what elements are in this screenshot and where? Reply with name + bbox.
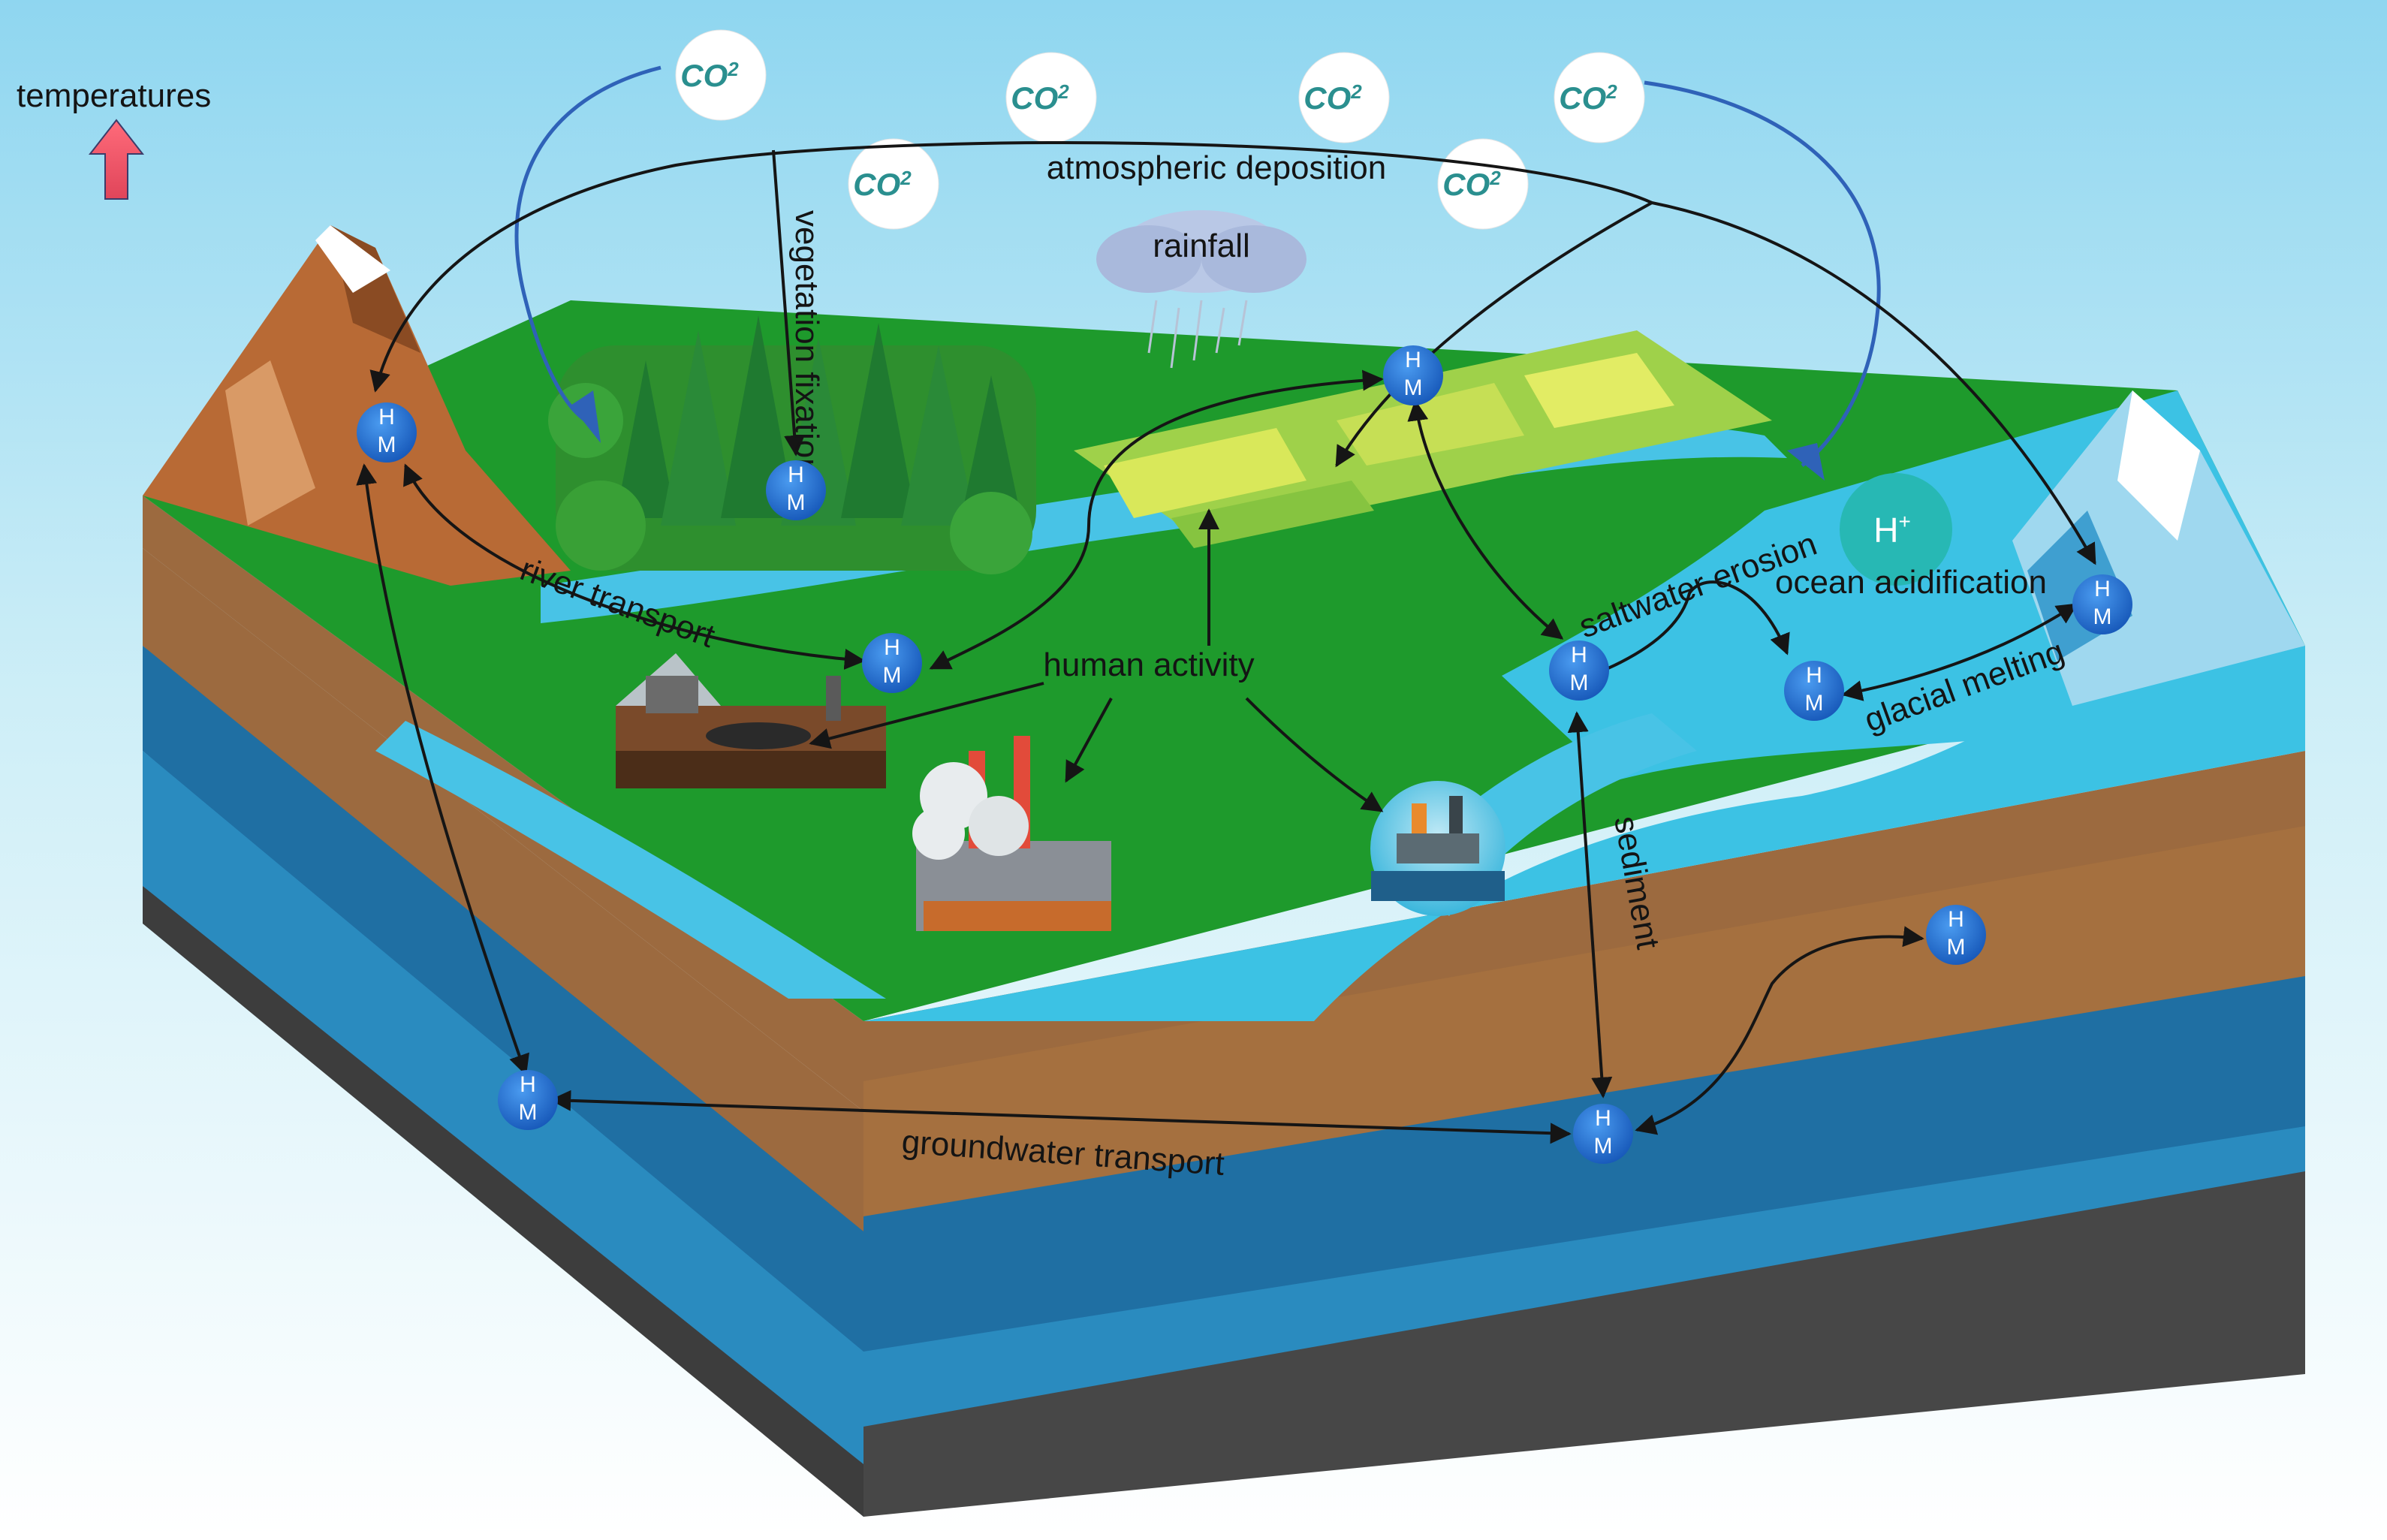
field-saltwater-arrow — [1407, 399, 1564, 640]
svg-text:H: H — [1806, 663, 1822, 688]
hm-badge-forest: H M — [766, 460, 826, 520]
hm-badge-coast: H M — [1549, 640, 1609, 701]
co2-label: CO2 — [680, 58, 739, 93]
groundwater-transport-arrow — [550, 1089, 1572, 1144]
co2-cloud: CO2 — [1437, 138, 1529, 230]
co2-cloud: CO2 — [1554, 52, 1645, 143]
deposition-glacier-arrow — [1651, 201, 2096, 565]
co2-ocean-arrow — [1644, 80, 1881, 467]
hm-badge-field: H M — [1383, 345, 1443, 405]
svg-text:M: M — [519, 1100, 538, 1125]
factory-illustration — [912, 736, 1111, 931]
svg-text:H: H — [2094, 577, 2111, 601]
temperature-up-arrow — [88, 119, 145, 200]
temperatures-label: temperatures — [17, 77, 211, 114]
human-factory-arrow — [1065, 698, 1113, 783]
svg-text:H: H — [378, 405, 395, 429]
glacial-melting-arrow — [1841, 603, 2078, 701]
co2-label: CO2 — [1304, 80, 1362, 116]
co2-ocean-arrowhead — [1787, 443, 1825, 481]
hm-badge-river: H M — [862, 633, 922, 693]
svg-text:M: M — [1594, 1134, 1613, 1159]
svg-text:M: M — [378, 432, 396, 457]
co2-label: CO2 — [1011, 80, 1069, 116]
svg-text:H: H — [1948, 907, 1964, 932]
svg-text:M: M — [883, 663, 902, 688]
svg-text:H: H — [884, 635, 900, 660]
svg-text:M: M — [787, 490, 806, 515]
co2-cloud: CO2 — [1005, 52, 1097, 143]
human-mine-arrow — [809, 682, 1044, 749]
co2-cloud: CO2 — [848, 138, 939, 230]
rainfall-label: rainfall — [1153, 228, 1250, 264]
groundwater-ocean-arrow — [1635, 926, 1924, 1135]
svg-text:H: H — [520, 1072, 536, 1097]
human-activity-label: human activity — [1043, 646, 1254, 683]
co2-label: CO2 — [853, 167, 912, 202]
svg-text:H: H — [1405, 348, 1421, 372]
co2-label: CO2 — [1559, 80, 1617, 116]
mine-illustration — [616, 653, 886, 788]
co2-uptake-arrow — [514, 65, 662, 423]
hm-badge-glacier: H M — [2072, 574, 2132, 634]
vegetation-fixation-label: vegetation fixation — [788, 210, 825, 477]
mountain-groundwater-arrow — [356, 463, 529, 1076]
svg-text:M: M — [2093, 604, 2112, 629]
co2-label: CO2 — [1442, 167, 1501, 202]
acidification-arrow — [1578, 580, 1790, 683]
svg-text:M: M — [1570, 671, 1589, 695]
human-to-field-arrow — [929, 369, 1384, 670]
svg-text:H: H — [1571, 643, 1587, 668]
svg-text:M: M — [1947, 935, 1966, 960]
ocean-area — [863, 571, 2305, 1021]
co2-cloud: CO2 — [1298, 52, 1390, 143]
svg-text:H: H — [1595, 1106, 1611, 1131]
co2-uptake-arrowhead — [571, 390, 601, 443]
hydrogen-ion-badge: H+ — [1840, 473, 1952, 586]
oil-platform-illustration — [1370, 781, 1505, 916]
flow-arrows — [356, 141, 2096, 1144]
human-platform-arrow — [1245, 697, 1384, 812]
co2-cloud: CO2 — [675, 29, 767, 121]
svg-text:M: M — [1805, 691, 1824, 716]
hm-badge-mountain: H M — [357, 402, 417, 463]
svg-text:M: M — [1404, 375, 1423, 400]
vegetation-fixation-arrow — [772, 149, 806, 457]
hydrogen-ion-label: H+ — [1873, 510, 1911, 550]
ocean-acidification-label: ocean acidification — [1775, 564, 2047, 601]
atmospheric-deposition-label: atmospheric deposition — [1047, 149, 1386, 186]
rain-cloud — [1096, 210, 1307, 369]
hm-badge-ocean: H M — [1784, 661, 1844, 721]
atmospheric-deposition-arc — [369, 141, 1653, 393]
svg-text:H: H — [788, 463, 804, 487]
sediment-arrow — [1567, 711, 1613, 1098]
hm-badge-groundwater-left: H M — [498, 1070, 558, 1130]
hm-badge-groundwater-center: H M — [1573, 1104, 1633, 1164]
hm-badge-seabed: H M — [1926, 905, 1986, 965]
